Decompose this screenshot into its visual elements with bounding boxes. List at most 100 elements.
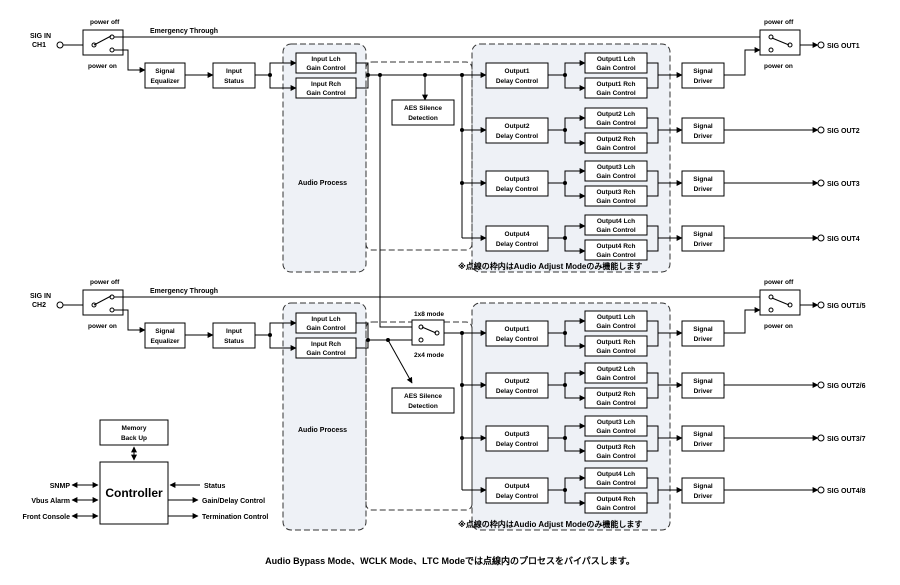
ch1-out3-delay-l2: Delay Control (496, 186, 538, 193)
ch1-out4-drv-l2: Driver (694, 241, 713, 248)
ch1-eq-line1: Signal (155, 68, 175, 75)
ch2-mode-1x8-label: 1x8 mode (414, 311, 444, 318)
ch2-sig-out2-label: SIG OUT2/6 (827, 383, 866, 390)
ch2-out1-lch-l1: Output1 Lch (597, 314, 635, 321)
ch2-output3-delay-box (485, 425, 549, 452)
ch1-out3-lch-l1: Output3 Lch (597, 164, 635, 171)
controller-box (99, 461, 169, 525)
ch2-emergency-through-label: Emergency Through (150, 288, 218, 295)
channel-1-section: SIG IN CH1 power off power on Emergency … (30, 19, 860, 325)
ch1-out4-lch-l2: Gain Control (596, 227, 636, 234)
ch2-output1-driver-box (681, 320, 725, 347)
ch1-audio-process-label: Audio Process (298, 180, 347, 187)
ch1-out3-drv-l2: Driver (694, 186, 713, 193)
ch1-ch-label: CH1 (32, 42, 46, 49)
ch2-out2-rch-l1: Output2 Rch (597, 391, 636, 398)
ch2-out1-delay-l1: Output1 (505, 326, 530, 333)
ch1-out3-drv-l1: Signal (693, 176, 713, 183)
ch1-out1-delay-l1: Output1 (505, 68, 530, 75)
ch2-output4-delay-box (485, 477, 549, 504)
ch1-out1-lch-l2: Gain Control (596, 65, 636, 72)
ch1-aes-line2: Detection (408, 115, 438, 122)
ch1-out4-rch-l1: Output4 Rch (597, 243, 636, 250)
ch2-out3-lch-l1: Output3 Lch (597, 419, 635, 426)
ch2-out-power-off-label: power off (764, 279, 794, 286)
ch2-out-power-on-label: power on (764, 323, 793, 330)
ch2-inner-dashed-route (365, 321, 473, 511)
ch1-output-row-3: Output3 Delay Control Output3 Lch Gain C… (485, 160, 860, 207)
ch1-out4-lch-l1: Output4 Lch (597, 218, 635, 225)
ch2-output-row-3: Output3 Delay Control Output3 Lch Gain C… (485, 415, 866, 462)
ch2-out1-delay-l2: Delay Control (496, 336, 538, 343)
ch2-aes-line2: Detection (408, 403, 438, 410)
ch2-output1-delay-box (485, 320, 549, 347)
ch2-out3-delay-l2: Delay Control (496, 441, 538, 448)
ch1-out2-rch-l2: Gain Control (596, 145, 636, 152)
ch2-aes-line1: AES Silence (404, 393, 442, 400)
gain-delay-control-label: Gain/Delay Control (202, 498, 265, 505)
controller-section: Memory Back Up Controller SNMP Vbus Alar… (23, 419, 268, 525)
ch2-out2-delay-l1: Output2 (505, 378, 530, 385)
ch2-out2-drv-l1: Signal (693, 378, 713, 385)
ch2-output2-delay-box (485, 372, 549, 399)
ch1-out2-drv-l2: Driver (694, 133, 713, 140)
ch2-out3-drv-l1: Signal (693, 431, 713, 438)
ch2-out-power-switch (759, 289, 801, 316)
ch1-out4-rch-l2: Gain Control (596, 252, 636, 259)
ch1-output4-lch-box (584, 214, 648, 236)
ch1-output-row-4: Output4 Delay Control Output4 Lch Gain C… (485, 214, 860, 261)
ch2-out1-rch-l1: Output1 Rch (597, 339, 636, 346)
ch1-out1-drv-l2: Driver (694, 78, 713, 85)
ch2-audio-process-label: Audio Process (298, 427, 347, 434)
ch1-output1-delay-box (485, 62, 549, 89)
ch1-power-off-label: power off (90, 19, 120, 26)
ch2-output2-driver-box (681, 372, 725, 399)
ch1-out2-lch-l1: Output2 Lch (597, 111, 635, 118)
ch1-out3-rch-l2: Gain Control (596, 198, 636, 205)
ch1-output-row-2: Output2 Delay Control Output2 Lch Gain C… (485, 107, 860, 154)
ch1-note-label: ※点線の枠内はAudio Adjust Modeのみ機能します (458, 261, 642, 271)
ch2-out1-lch-l2: Gain Control (596, 323, 636, 330)
ch2-out2-drv-l2: Driver (694, 388, 713, 395)
ch2-lch-line2: Gain Control (306, 325, 346, 332)
channel-2-section: SIG IN CH2 power off power on Emergency … (30, 279, 866, 531)
controller-label: Controller (105, 486, 163, 500)
ch1-sig-in-label: SIG IN (30, 33, 51, 40)
snmp-label: SNMP (50, 483, 71, 490)
ch2-out3-lch-l2: Gain Control (596, 428, 636, 435)
ch1-out2-lch-l2: Gain Control (596, 120, 636, 127)
ch1-status-line1: Input (226, 68, 243, 75)
status-in-label: Status (204, 483, 226, 490)
ch1-input-terminal (56, 41, 64, 49)
vbus-alarm-label: Vbus Alarm (31, 498, 70, 505)
ch2-audio-process-region (282, 302, 367, 531)
ch2-out4-lch-l1: Output4 Lch (597, 471, 635, 478)
ch2-status-line2: Status (224, 338, 244, 345)
ch2-status-line1: Input (226, 328, 243, 335)
ch2-power-on-label: power on (88, 323, 117, 330)
ch2-output-row-2: Output2 Delay Control Output2 Lch Gain C… (485, 362, 866, 409)
ch1-status-line2: Status (224, 78, 244, 85)
ch1-sig-out2-label: SIG OUT2 (827, 128, 860, 135)
front-console-label: Front Console (23, 514, 71, 521)
ch2-output3-driver-box (681, 425, 725, 452)
ch2-out1-drv-l1: Signal (693, 326, 713, 333)
ch2-out4-drv-l2: Driver (694, 493, 713, 500)
ch2-out2-delay-l2: Delay Control (496, 388, 538, 395)
ch2-out4-rch-l1: Output4 Rch (597, 496, 636, 503)
ch1-out1-delay-l2: Delay Control (496, 78, 538, 85)
ch2-out3-drv-l2: Driver (694, 441, 713, 448)
ch1-out4-delay-l2: Delay Control (496, 241, 538, 248)
ch2-out1-drv-l2: Driver (694, 336, 713, 343)
ch1-aes-silence-box (391, 99, 455, 126)
ch2-sig-out3-label: SIG OUT3/7 (827, 436, 866, 443)
ch1-out1-lch-l1: Output1 Lch (597, 56, 635, 63)
ch1-emergency-through-label: Emergency Through (150, 28, 218, 35)
ch2-out4-lch-l2: Gain Control (596, 480, 636, 487)
ch1-output-row-1: Output1 Delay Control Output1 Lch Gain C… (485, 19, 860, 99)
ch2-eq-line2: Equalizer (151, 338, 180, 345)
memory-line2: Back Up (121, 435, 147, 442)
ch2-rch-line2: Gain Control (306, 350, 346, 357)
ch1-sig-out4-label: SIG OUT4 (827, 236, 860, 243)
